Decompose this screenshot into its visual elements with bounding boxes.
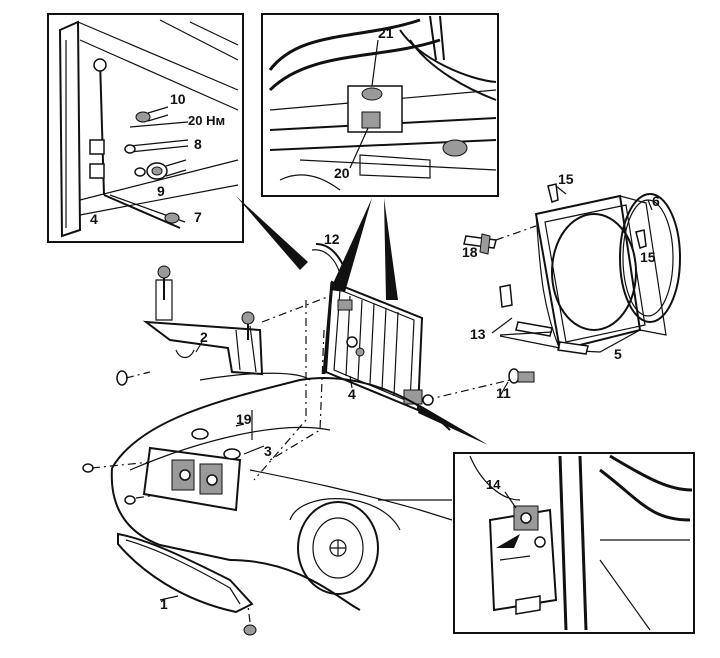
fan-shroud bbox=[534, 194, 667, 353]
inset-frame-left bbox=[47, 13, 244, 243]
callout-13: 13 bbox=[470, 326, 486, 342]
callout-10: 10 bbox=[170, 91, 186, 107]
inset-frame-top bbox=[261, 13, 499, 197]
callout-20-inset: 20 bbox=[334, 165, 350, 181]
radiator-core bbox=[322, 280, 434, 412]
hose-12 bbox=[315, 243, 347, 273]
callout-1: 1 bbox=[160, 596, 168, 612]
clip-15-top bbox=[547, 183, 559, 203]
torque-label: 20 Нм bbox=[188, 113, 225, 128]
rod-top-fitting bbox=[93, 58, 107, 72]
screw-left-upper bbox=[82, 461, 151, 473]
callout-4: 4 bbox=[348, 386, 356, 402]
pointer-left-inset bbox=[236, 196, 308, 270]
bolt-left-bracket bbox=[116, 370, 151, 386]
callout-14: 14 bbox=[486, 477, 501, 492]
inset-frame-bottom bbox=[453, 452, 695, 634]
car-front-body bbox=[110, 372, 453, 611]
inset-lower-bracket-detail: 14 bbox=[453, 452, 695, 634]
lower-panel-1 bbox=[117, 532, 254, 614]
inset-top-mount-detail: 21 20 bbox=[261, 13, 499, 197]
pin-18 bbox=[463, 233, 497, 255]
front-grille bbox=[142, 446, 242, 512]
bolt-right-bracket bbox=[241, 311, 255, 340]
callout-19: 19 bbox=[236, 411, 252, 427]
pointer-top-inset bbox=[330, 198, 372, 292]
callout-15-shroud: 15 bbox=[640, 249, 656, 265]
mount-block-21 bbox=[347, 85, 403, 133]
callout-21: 21 bbox=[378, 25, 394, 41]
upper-hose bbox=[268, 18, 421, 71]
callout-11: 11 bbox=[496, 385, 511, 401]
fastener-9 bbox=[146, 159, 187, 180]
screw-bottom bbox=[243, 605, 257, 636]
hood-line bbox=[111, 377, 451, 469]
bracket-2 bbox=[142, 279, 264, 376]
clip-15-shroud bbox=[635, 229, 647, 249]
callout-3: 3 bbox=[264, 443, 272, 459]
callout-12: 12 bbox=[324, 231, 340, 247]
fastener-7 bbox=[164, 212, 180, 224]
screw-left-lower bbox=[124, 495, 151, 505]
callout-8: 8 bbox=[194, 136, 202, 152]
radiator-tank-outline bbox=[58, 20, 82, 238]
callout-4-inset: 4 bbox=[90, 211, 98, 227]
transmission-line bbox=[103, 194, 181, 229]
callout-5: 5 bbox=[614, 346, 622, 362]
rubber-mount bbox=[442, 139, 468, 157]
front-wheel bbox=[297, 501, 379, 595]
bolt-11 bbox=[508, 368, 535, 384]
pointer-bottom-inset bbox=[418, 405, 488, 445]
callout-18: 18 bbox=[462, 244, 478, 260]
callout-9: 9 bbox=[157, 183, 165, 199]
inset-radiator-side-detail: 10 20 Нм 8 9 7 4 bbox=[47, 13, 244, 243]
direction-arrow bbox=[496, 534, 520, 548]
callout-15-top: 15 bbox=[558, 171, 574, 187]
clips-19 bbox=[191, 423, 245, 460]
shroud-opening bbox=[551, 213, 637, 331]
strips-13 bbox=[491, 284, 589, 355]
bolt-top-bracket bbox=[157, 265, 171, 300]
callout-6: 6 bbox=[652, 193, 660, 209]
callout-2: 2 bbox=[200, 329, 208, 345]
fastener-10 bbox=[135, 106, 169, 123]
callout-7: 7 bbox=[194, 209, 202, 225]
vertical-hose bbox=[558, 455, 568, 631]
